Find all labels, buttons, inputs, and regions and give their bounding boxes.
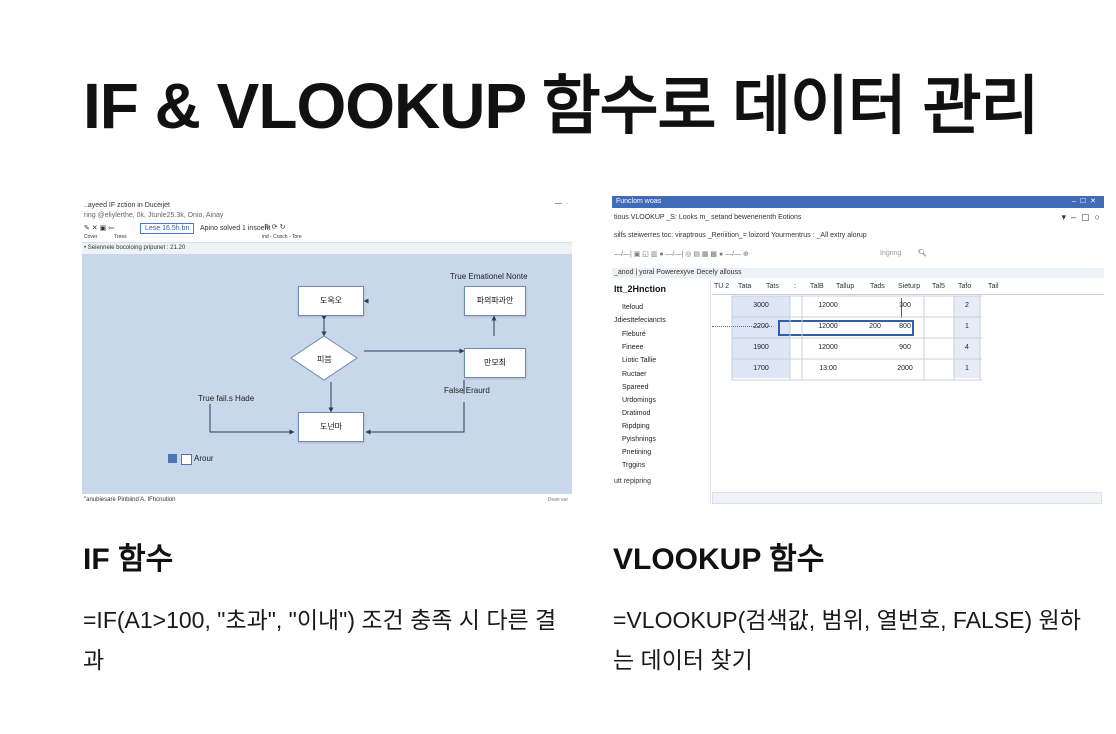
table-cell[interactable]: 1 [965,365,969,372]
if-toolbar-right-icons[interactable]: ⇅ ⟳ ↻ [264,224,286,231]
vl-grid-lines [731,295,982,381]
table-cell[interactable]: 3000 [753,302,769,309]
vl-sidebar: ltt_2Hnction Iteloud Jdiesttefeciancts F… [612,280,711,504]
vl-formula-line: silfs steiwerres toc: viraptrous _Reriii… [614,232,867,239]
sidebar-item[interactable]: Fleburé [622,331,646,338]
table-cell[interactable]: 800 [899,323,911,330]
vl-tabs-bar: _anod | yoral Powerexyve Decely allouss [612,268,1104,278]
legend-chart-icon [181,454,192,465]
if-footer-left: "anubiesare Pinbiind A. IFhcnution [84,497,176,503]
sidebar-item[interactable]: Pnetining [622,449,652,456]
vl-lookup-selection-box [778,320,914,336]
column-header[interactable]: Tallup [836,283,855,290]
if-toolbar-trees[interactable]: Trees [114,234,127,240]
table-cell[interactable]: 1900 [753,344,769,351]
vl-toolbar-text: Ingring [880,250,902,257]
window-controls-icon[interactable]: — · [554,200,568,207]
sidebar-item[interactable]: Liotic Tallie [622,357,657,364]
table-cell[interactable]: 1 [965,323,969,330]
if-footer-right: Dean var [547,497,568,503]
flowchart-canvas: 도옥오 파의파과안 피븜 만모최 도넌마 True Emationel Nont… [82,254,572,494]
vl-window-buttons-icon[interactable]: ▾ – ▢ ○ [1061,212,1100,222]
if-status-text: • Seiennele bocoloing pripunet : 21.20 [84,245,186,251]
if-toolbar-right-label: ind - Conch - Tore [262,234,302,240]
flow-node-diamond: 피븜 [317,355,332,364]
vl-column-headers: TU 2 Tata Tats : TalB Tallup Tads Sietur… [712,280,1104,295]
vl-window-title: Funclom woas [616,198,662,205]
table-cell[interactable]: 2000 [897,365,913,372]
table-cell[interactable]: 13:00 [819,365,837,372]
vl-spreadsheet-grid: TU 2 Tata Tats : TalB Tallup Tads Sietur… [712,280,1104,490]
vl-sidebar-footer: utt repipring [614,478,651,485]
if-toolbar-icons[interactable]: ✎ ✕ ▣ ⇦ [84,225,115,232]
vl-lookup-column-highlight [732,296,790,378]
table-cell[interactable]: 12000 [818,323,838,330]
column-header[interactable]: Tads [870,283,885,290]
if-toolbar-text: Apino solved 1 insoent [200,225,271,232]
flow-node-bottom: 도넌마 [298,412,364,442]
table-cell[interactable]: 2 [965,302,969,309]
flow-node-mid-right: 만모최 [464,348,526,378]
table-cell[interactable]: 4 [965,344,969,351]
vlookup-card-title: VLOOKUP 함수 [613,543,825,576]
sidebar-item[interactable]: Jdiesttefeciancts [614,317,666,324]
vlookup-function-screenshot: Funclom woas – ☐ ✕ tious VLOOKUP _S: Loo… [612,196,1104,508]
flow-label-true-left: True fail.s Hade [198,394,255,403]
column-header[interactable]: Tata [738,283,752,290]
if-function-screenshot: ..ayeed IF zction in Duceijet — · ring @… [82,196,572,508]
column-header[interactable]: Tal5 [932,283,945,290]
if-window-title: ..ayeed IF zction in Duceijet [84,202,170,209]
table-cell[interactable]: 12000 [818,302,838,309]
if-window-subtitle: ring @eliylerthe, 0k, Jtunle25.3k, Onio,… [84,212,224,219]
if-window-header: ..ayeed IF zction in Duceijet — · ring @… [82,196,572,255]
flow-node-top-right: 파의파과안 [464,286,526,316]
vl-lookup-arrow-icon [901,298,902,318]
table-cell[interactable]: 1700 [753,365,769,372]
vl-sidebar-title: ltt_2Hnction [614,284,667,294]
column-header[interactable]: Tail [988,283,999,290]
vl-search-icon[interactable]: 🔍︎ [918,250,927,257]
vl-result-column-highlight [954,296,980,378]
sidebar-item[interactable]: Trggins [622,462,646,469]
vl-menu-line: tious VLOOKUP _S: Looks m_ setand bewene… [614,214,802,221]
sidebar-item[interactable]: Ripdping [622,423,650,430]
column-header[interactable]: TalB [810,283,824,290]
if-card-description: =IF(A1>100, "초과", "이내") 조건 충족 시 다른 결과 [83,607,557,673]
sidebar-item[interactable]: Spareed [622,384,649,391]
vl-window-controls-icon[interactable]: – ☐ ✕ [1072,198,1096,205]
sidebar-item[interactable]: Urdomings [622,397,656,404]
sidebar-item[interactable]: Dratimod [622,410,651,417]
sidebar-item[interactable]: Pyishnings [622,436,656,443]
if-toolbar-cover[interactable]: Cover [84,234,98,240]
flow-label-false: False Eraurd [444,386,490,395]
table-cell[interactable]: 900 [899,344,911,351]
sidebar-item[interactable]: Fineee [622,344,644,351]
sidebar-item[interactable]: Iteloud [622,304,644,311]
column-header[interactable]: : [794,283,796,290]
vl-horizontal-scrollbar[interactable] [712,492,1102,504]
flow-legend-label: Arour [194,454,214,463]
if-field-input[interactable]: Lese 16.5h.bn [140,223,195,234]
flow-node-top-left: 도옥오 [298,286,364,316]
table-cell[interactable]: 12000 [818,344,838,351]
page-title: IF & VLOOKUP 함수로 데이터 관리 [83,70,1039,142]
flow-label-true-top: True Emationel Nonte [450,272,528,281]
flowchart-connectors [209,298,497,435]
table-cell[interactable]: 300 [899,302,911,309]
column-header[interactable]: Tafo [958,283,972,290]
column-header[interactable]: Sieturp [898,283,921,290]
if-status-bar: • Seiennele bocoloing pripunet : 21.20 [82,242,572,255]
sidebar-item[interactable]: Ructaer [622,371,647,378]
column-header[interactable]: TU 2 [714,283,730,290]
if-footer: "anubiesare Pinbiind A. IFhcnution Dean … [82,494,572,508]
table-cell[interactable]: 200 [869,323,881,330]
vl-toolbar-icons[interactable]: —/—| ▣ ◱ ▥ ● —/—| ◎ ▤ ▦ ▩ ● —/— ⊕ [614,251,749,258]
vlookup-card-description: =VLOOKUP(검색값, 범위, 열번호, FALSE) 원하는 데이터 찾기 [613,607,1081,673]
vl-window-titlebar: Funclom woas – ☐ ✕ [612,196,1104,208]
if-card-title: IF 함수 [83,543,174,576]
legend-swatch-icon [168,454,177,463]
vl-lookup-trace-line [712,326,772,327]
column-header[interactable]: Tats [766,283,779,290]
vl-tabs-line[interactable]: _anod | yoral Powerexyve Decely allouss [614,269,742,276]
